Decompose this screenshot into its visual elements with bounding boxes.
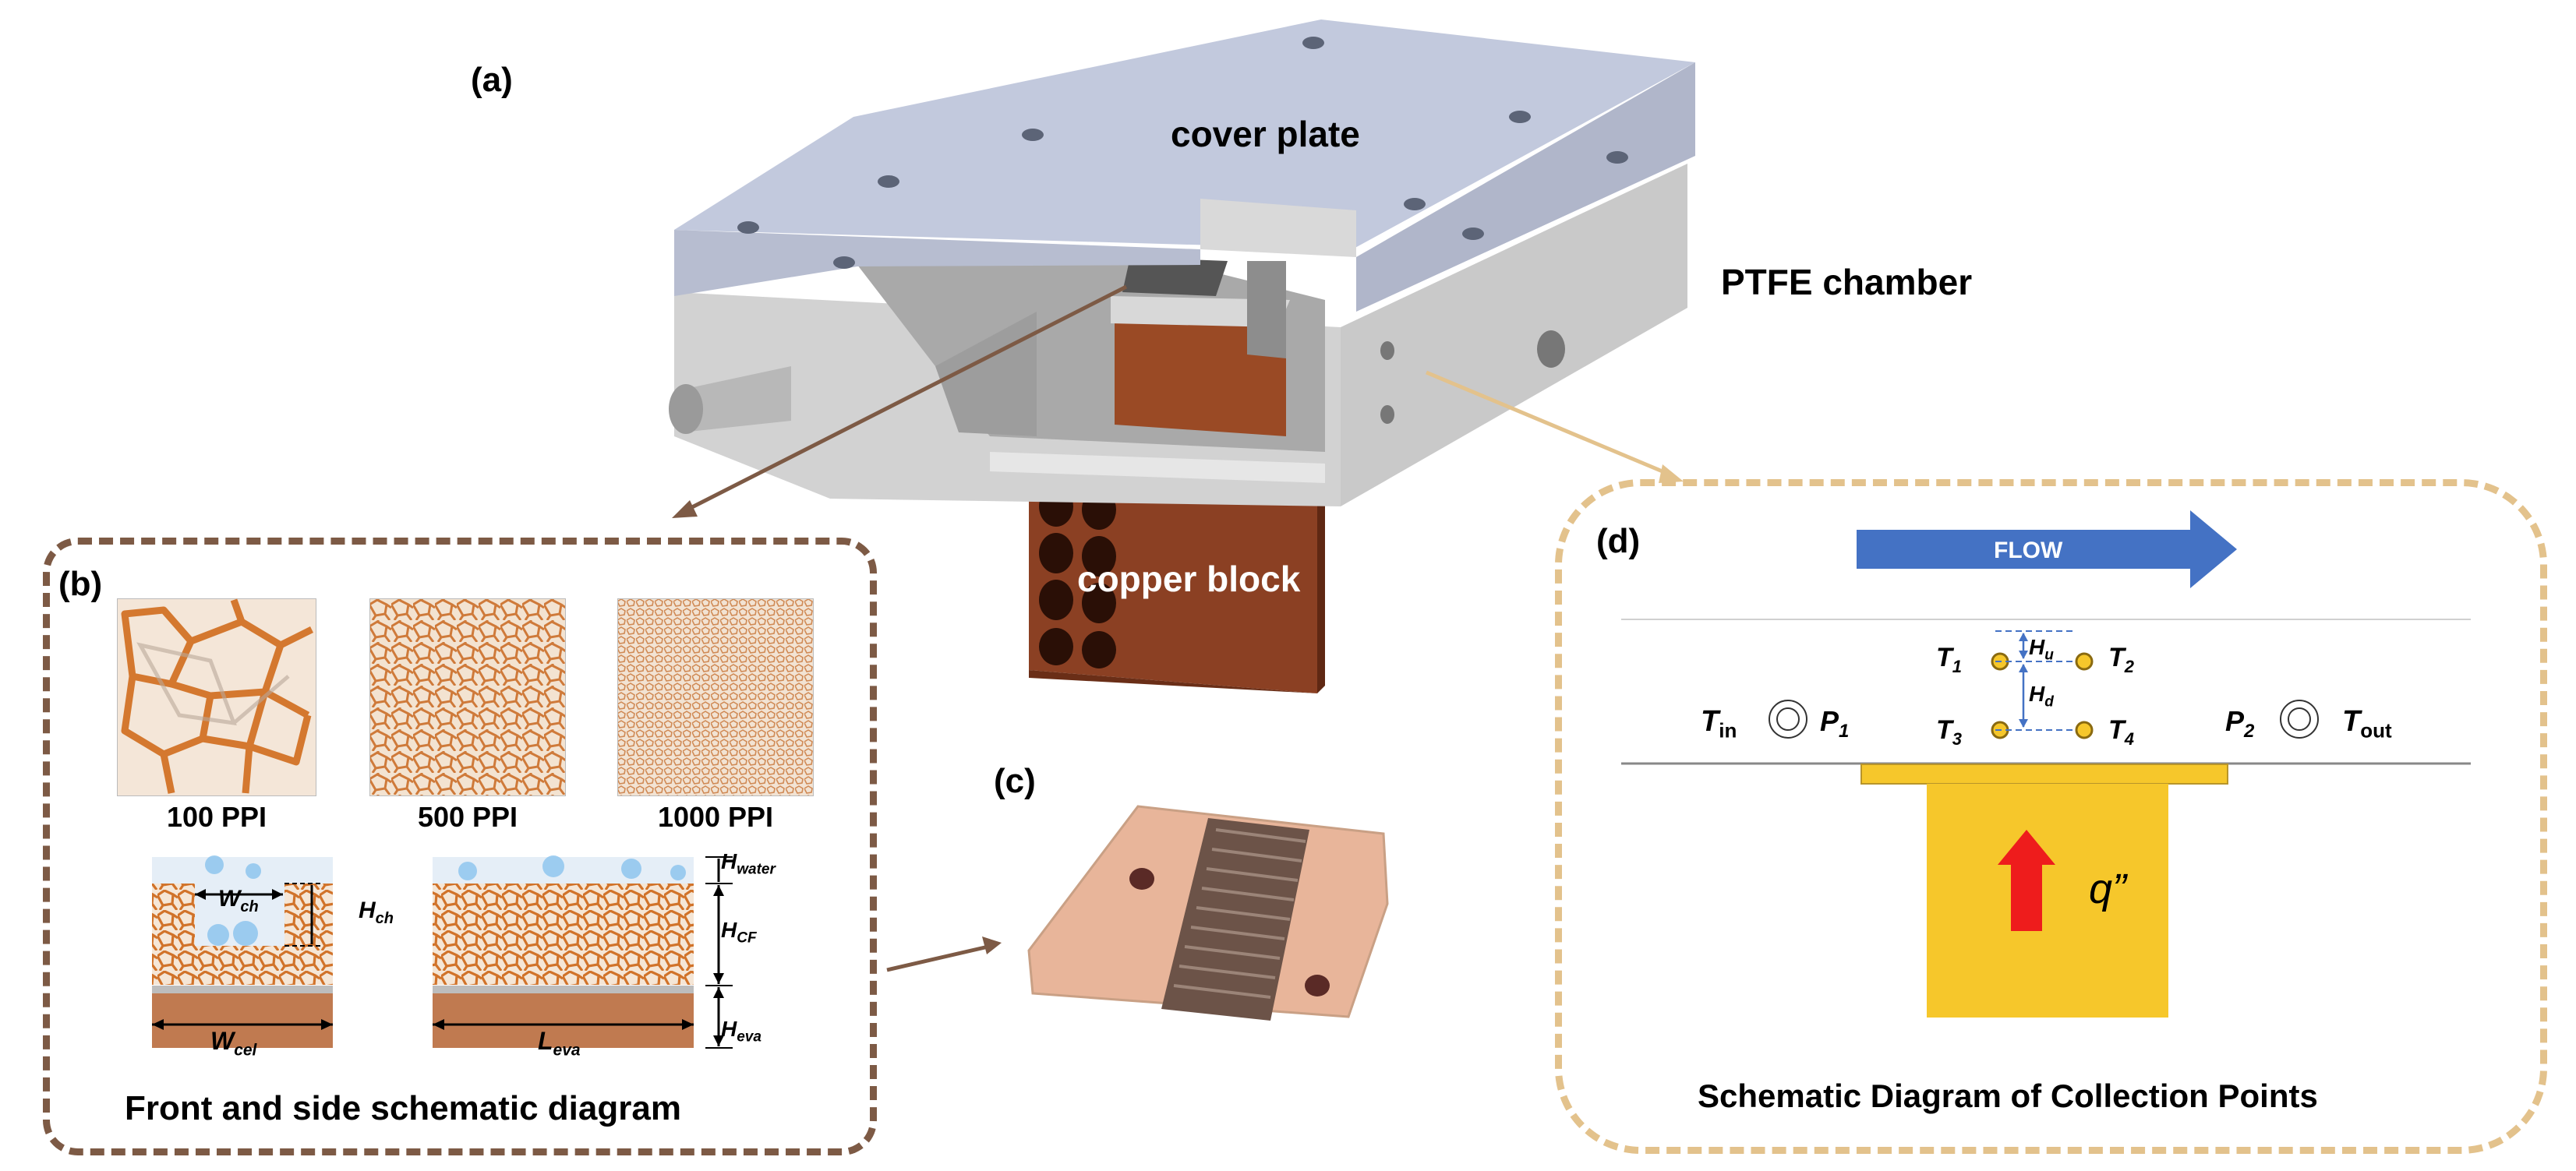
t-in-label: Tin — [1701, 705, 1737, 742]
collection-points-schematic — [1621, 510, 2471, 1018]
w-ch-label: Wch — [218, 886, 259, 915]
cover-plate-label: cover plate — [1171, 114, 1360, 154]
foam-500ppi-caption: 500 PPI — [417, 801, 518, 833]
p2-label: P2 — [2225, 705, 2255, 742]
panel-b-frame — [43, 538, 877, 1155]
cover-plate — [674, 19, 1695, 312]
foam-100ppi-caption: 100 PPI — [166, 801, 267, 833]
panel-a-label: (a) — [471, 61, 513, 99]
l-eva-label: Leva — [538, 1027, 581, 1060]
cutaway-interior — [857, 257, 1325, 452]
foam-1000ppi-image — [617, 598, 814, 796]
panel-b-caption: Front and side schematic diagram — [125, 1089, 681, 1127]
evaporator-sample-photo — [886, 805, 1389, 1021]
h-water-label: Hwater — [721, 849, 776, 878]
hd-label: Hd — [2029, 682, 2054, 711]
p1-label: P1 — [1820, 705, 1850, 742]
foam-500ppi-image — [369, 598, 566, 796]
t-out-label: Tout — [2342, 705, 2392, 742]
foam-100ppi-image — [117, 598, 316, 796]
panel-b-label: (b) — [58, 565, 103, 603]
h-eva-label: Heva — [721, 1017, 761, 1046]
copper-block — [1029, 444, 1325, 693]
w-cel-label: Wcel — [210, 1027, 257, 1060]
h-ch-label: Hch — [359, 898, 394, 927]
panel-c-label: (c) — [994, 762, 1036, 800]
cross-section-schematics — [152, 855, 733, 1049]
copper-block-label: copper block — [1077, 559, 1301, 599]
foam-1000ppi-caption: 1000 PPI — [657, 801, 774, 833]
t3-label: T3 — [1936, 715, 1963, 749]
ptfe-chamber-label: PTFE chamber — [1721, 262, 1973, 302]
t2-label: T2 — [2108, 643, 2135, 676]
t4-label: T4 — [2108, 715, 2135, 749]
panel-d-caption: Schematic Diagram of Collection Points — [1698, 1078, 2318, 1114]
flow-label: FLOW — [1994, 538, 2063, 563]
panel-d-frame — [1555, 479, 2547, 1154]
panel-d-label: (d) — [1596, 522, 1641, 560]
h-cf-label: HCF — [721, 918, 757, 947]
t1-label: T1 — [1936, 643, 1963, 676]
hu-label: Hu — [2029, 635, 2054, 664]
heat-flux-label: q” — [2089, 866, 2127, 912]
